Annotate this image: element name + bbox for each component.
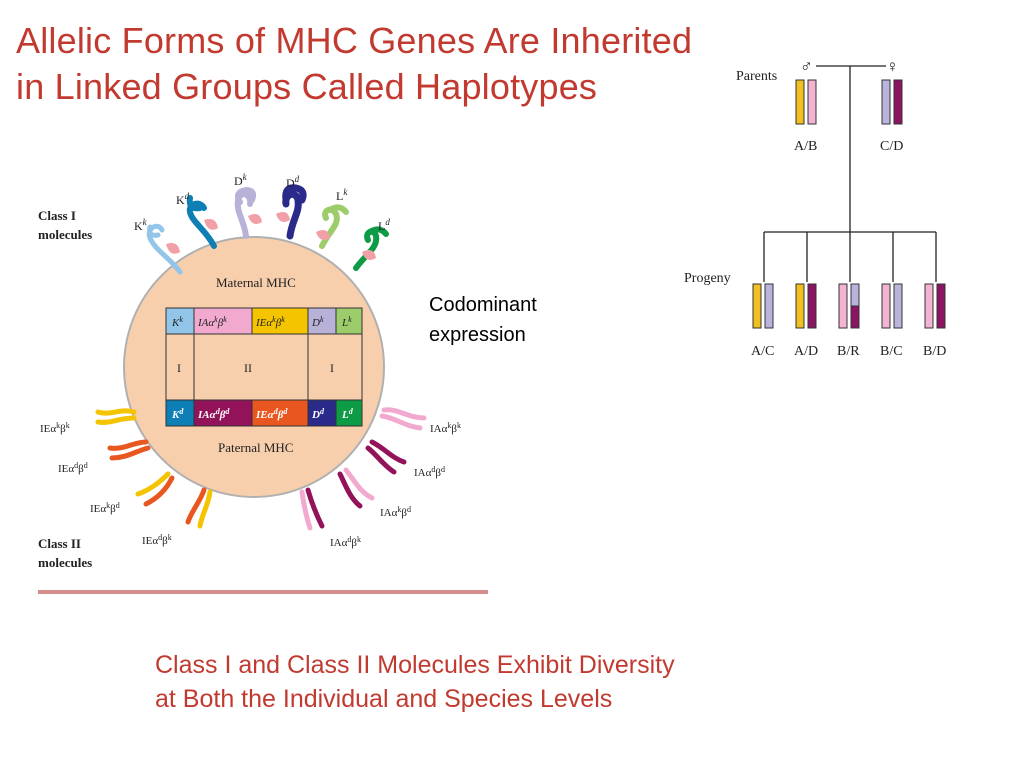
codominant-note: Codominant expression — [429, 290, 537, 350]
paternal-k-cell: Kd — [171, 407, 184, 421]
progeny-label: Progeny — [684, 271, 731, 286]
slide-title: Allelic Forms of MHC Genes Are Inherited… — [16, 18, 692, 110]
label-ie-dd: IEαdβd — [58, 461, 88, 475]
progeny-ac — [752, 283, 774, 329]
class2-molecule-ie-dd — [107, 439, 151, 461]
label-l-k: Lk — [336, 187, 348, 203]
maternal-ie-cell: IEαkβk — [255, 315, 285, 329]
class2-molecule-ia-dk — [299, 487, 325, 531]
maternal-ia-cell: IAαkβk — [197, 315, 227, 329]
maternal-l-cell: Lk — [341, 315, 352, 329]
title-line-1: Allelic Forms of MHC Genes Are Inherited — [16, 20, 693, 61]
class2-right-labels: IAαkβk IAαdβd IAαkβd IAαdβk — [330, 421, 461, 549]
maternal-d-cell: Dk — [311, 315, 324, 329]
progeny-genotype-2: A/D — [794, 344, 818, 359]
class2-molecule-ia-kk — [379, 407, 427, 431]
class2-label-line2: molecules — [38, 555, 92, 570]
maternal-mhc-row: Kk IAαkβk IEαkβk Dk Lk — [165, 307, 363, 335]
class1-molecule-l-d — [353, 226, 389, 271]
class1-molecule-l-k — [316, 204, 349, 249]
class2-left-labels: IEαkβk IEαdβd IEαkβd IEαdβk — [40, 421, 172, 547]
slide-subtitle: Class I and Class II Molecules Exhibit D… — [155, 648, 675, 716]
class1-molecule-k-k — [146, 223, 183, 275]
progeny-br — [838, 283, 860, 329]
class2-molecule-ie-kd — [135, 471, 175, 507]
paternal-ie-cell: IEαdβd — [255, 407, 288, 421]
progeny-ad — [795, 283, 817, 329]
class2-label-line1: Class II — [38, 536, 81, 551]
class-i-right: I — [330, 361, 334, 375]
mother-chromosomes — [881, 79, 903, 125]
progeny-genotype-5: B/D — [923, 344, 946, 359]
paternal-mhc-row: Kd IAαdβd IEαdβd Dd Ld — [165, 399, 363, 427]
progeny-drop-lines — [763, 232, 937, 282]
note-line-2: expression — [429, 324, 526, 346]
mhc-cell-figure: Class I molecules Class II molecules Kk … — [38, 172, 488, 594]
class1-molecule-d-k — [234, 186, 262, 239]
class2-molecule-ie-dk — [185, 487, 213, 529]
progeny-genotype-3: B/R — [837, 344, 860, 359]
cropped-caption-remnant — [38, 590, 488, 594]
label-k-d: Kd — [176, 191, 190, 207]
father-chromosomes — [795, 79, 817, 125]
class2-molecule-ie-kk — [95, 408, 137, 425]
label-ia-kk: IAαkβk — [430, 421, 461, 435]
female-symbol: ♀ — [886, 57, 899, 76]
progeny-bc — [881, 283, 903, 329]
progeny-bd — [924, 283, 946, 329]
mother-genotype: C/D — [880, 139, 903, 154]
paternal-ia-cell: IAαdβd — [197, 407, 230, 421]
class1-label-line2: molecules — [38, 227, 92, 242]
label-ie-kd: IEαkβd — [90, 501, 120, 515]
class2-molecule-ia-kd — [337, 467, 375, 509]
class-ii-middle: II — [244, 361, 252, 375]
class-i-left: I — [177, 361, 181, 375]
subtitle-line-2: at Both the Individual and Species Level… — [155, 685, 613, 713]
label-ia-dk: IAαdβk — [330, 535, 361, 549]
progeny-genotype-1: A/C — [751, 344, 774, 359]
parents-label: Parents — [736, 69, 777, 84]
progeny-genotype-4: B/C — [880, 344, 903, 359]
class1-label-line1: Class I — [38, 208, 76, 223]
subtitle-line-1: Class I and Class II Molecules Exhibit D… — [155, 651, 675, 679]
male-symbol: ♂ — [800, 57, 813, 76]
class2-molecule-ia-dd — [365, 439, 407, 475]
maternal-k-cell: Kk — [171, 315, 183, 329]
class1-molecule-k-d — [186, 195, 218, 249]
label-k-k: Kk — [134, 217, 148, 233]
label-ie-kk: IEαkβk — [40, 421, 70, 435]
maternal-mhc-label: Maternal MHC — [216, 275, 296, 290]
label-ie-dk: IEαdβk — [142, 533, 172, 547]
label-d-k: Dk — [234, 172, 248, 188]
label-ia-dd: IAαdβd — [414, 465, 445, 479]
pedigree-figure: Parents ♂ ♀ A/B C/D Progeny — [684, 57, 946, 359]
label-d-d: Dd — [286, 174, 300, 190]
label-ia-kd: IAαkβd — [380, 505, 411, 519]
class1-molecule-d-d — [276, 184, 307, 240]
paternal-d-cell: Dd — [311, 407, 325, 421]
label-l-d: Ld — [378, 217, 390, 233]
paternal-mhc-label: Paternal MHC — [218, 440, 293, 455]
father-genotype: A/B — [794, 139, 817, 154]
class-row: I II I — [165, 333, 363, 401]
note-line-1: Codominant — [429, 294, 537, 316]
paternal-l-cell: Ld — [341, 407, 354, 421]
title-line-2: in Linked Groups Called Haplotypes — [16, 66, 598, 107]
